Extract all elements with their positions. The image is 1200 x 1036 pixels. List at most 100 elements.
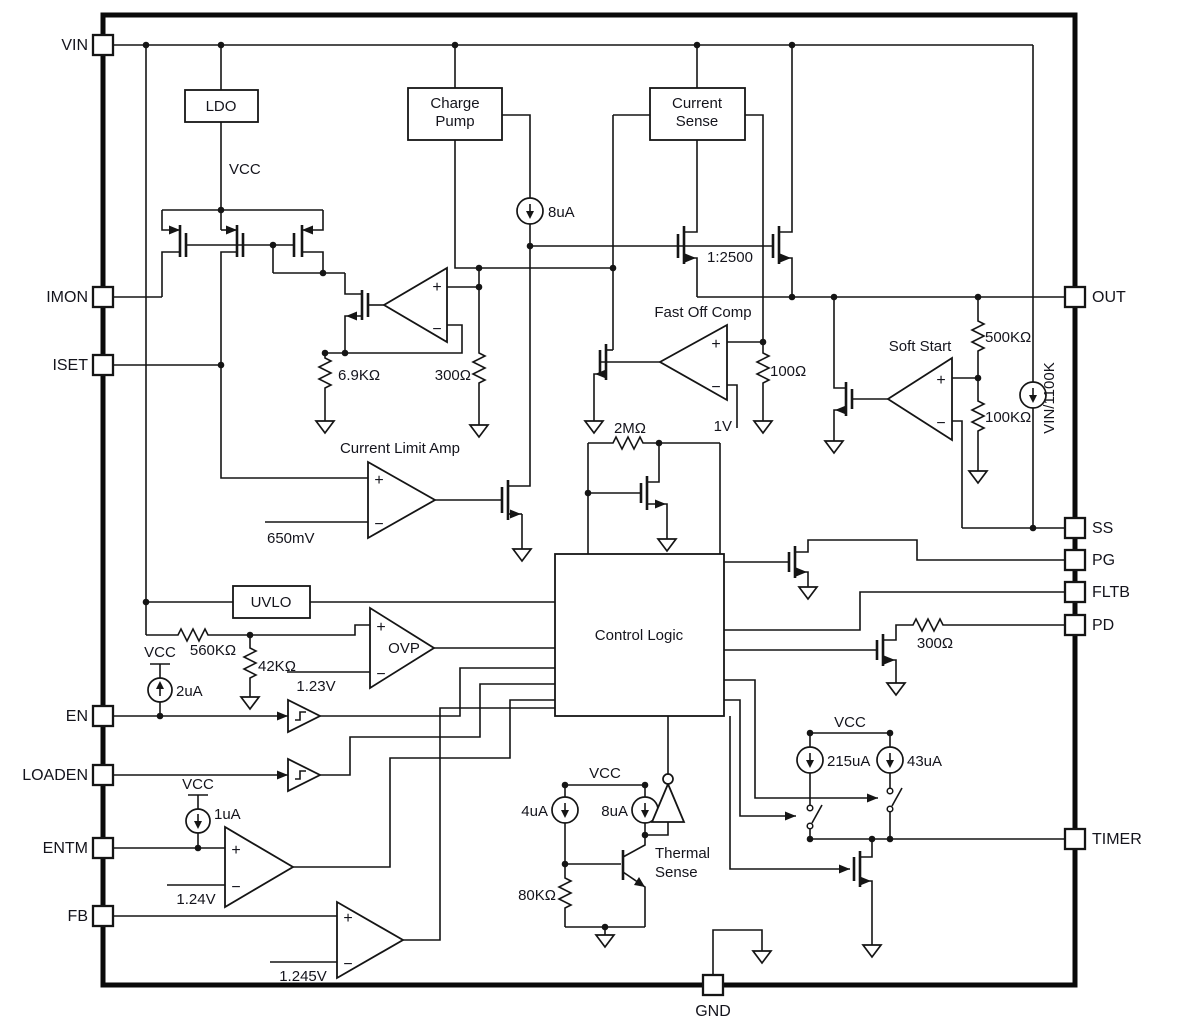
label-1ua: 1uA — [214, 806, 241, 823]
current-sense-box — [649, 87, 746, 141]
schmitt-glyph — [295, 770, 306, 780]
label-8ua-thermal: 8uA — [601, 803, 628, 820]
ovp-comp — [369, 606, 436, 690]
vcc-label-2ua: VCC — [144, 644, 176, 661]
fast-off-plus: + — [711, 336, 720, 353]
vcc-label-ldo: VCC — [229, 161, 261, 178]
pin-ss — [1063, 516, 1087, 540]
pin-pd — [1063, 613, 1087, 637]
pin-label-pd: PD — [1092, 617, 1114, 634]
schmitt-glyph — [295, 711, 306, 721]
pin-label-timer: TIMER — [1092, 831, 1142, 848]
label-ovp: OVP — [388, 640, 420, 657]
label-2mohm: 2MΩ — [614, 420, 646, 437]
fast-off-comp — [658, 323, 728, 402]
pin-timer — [1063, 827, 1087, 851]
fb-plus: + — [343, 910, 352, 927]
vcc-label-timer: VCC — [834, 714, 866, 731]
pin-gnd — [701, 973, 725, 997]
label-300ohm-top: 300Ω — [435, 367, 471, 384]
cl-amp-minus: − — [374, 516, 383, 533]
soft-start-minus: − — [936, 415, 945, 432]
charge-pump-label-1: Charge — [430, 95, 479, 112]
charge-pump-box — [407, 87, 503, 141]
wires — [113, 44, 1065, 976]
pin-out — [1063, 285, 1087, 309]
label-current-limit-amp: Current Limit Amp — [340, 440, 460, 457]
chip-outline — [100, 12, 1078, 988]
current-sense-label-2: Sense — [676, 113, 719, 130]
label-thermal-2: Sense — [655, 864, 698, 881]
label-thermal-1: Thermal — [655, 845, 710, 862]
label-8ua-top: 8uA — [548, 204, 575, 221]
pin-label-iset: ISET — [52, 357, 88, 374]
label-500kohm: 500KΩ — [985, 329, 1031, 346]
ground-symbols — [239, 420, 989, 965]
pin-label-vin: VIN — [61, 37, 88, 54]
pin-fb — [91, 904, 115, 928]
label-2ua: 2uA — [176, 683, 203, 700]
inverter-bubble — [662, 773, 674, 785]
label-100ohm: 100Ω — [770, 363, 806, 380]
label-650mv: 650mV — [267, 530, 315, 547]
pin-en — [91, 704, 115, 728]
pin-entm — [91, 836, 115, 860]
pin-loaden — [91, 763, 115, 787]
current-source-8ua-thermal — [631, 796, 659, 824]
labels: VIN IMON ISET EN LOADEN ENTM FB OUT SS P… — [22, 37, 1142, 1020]
pin-label-pg: PG — [1092, 552, 1115, 569]
cl-amp-plus: + — [374, 472, 383, 489]
label-6-9kohm: 6.9KΩ — [338, 367, 380, 384]
current-source-4ua — [551, 796, 579, 824]
entm-plus: + — [231, 842, 240, 859]
charge-pump-label-2: Pump — [435, 113, 474, 130]
pin-iset — [91, 353, 115, 377]
function-blocks — [184, 87, 746, 717]
fast-off-minus: − — [711, 379, 720, 396]
transistors — [178, 225, 885, 887]
pin-label-loaden: LOADEN — [22, 767, 88, 784]
imon-amp-plus: + — [432, 279, 441, 296]
pin-label-entm: ENTM — [43, 840, 88, 857]
uvlo-box — [232, 585, 311, 619]
control-logic-box — [554, 553, 725, 717]
fb-minus: − — [343, 956, 352, 973]
current-sources — [147, 197, 1047, 834]
label-80kohm: 80KΩ — [518, 887, 556, 904]
pin-label-ss: SS — [1092, 520, 1113, 537]
pin-label-gnd: GND — [695, 1003, 731, 1020]
current-source-2ua — [147, 677, 173, 703]
label-1-245v: 1.245V — [279, 968, 327, 985]
timer-switches — [806, 787, 903, 830]
pin-label-imon: IMON — [46, 289, 88, 306]
pin-imon — [91, 285, 115, 309]
label-300ohm-pd: 300Ω — [917, 635, 953, 652]
ldo-box — [184, 89, 259, 123]
amplifiers — [224, 266, 953, 980]
pin-fltb — [1063, 580, 1087, 604]
pin-pg — [1063, 548, 1087, 572]
package-pins — [91, 33, 1087, 997]
soft-start-plus: + — [936, 372, 945, 389]
vcc-label-1ua: VCC — [182, 776, 214, 793]
loaden-schmitt-buffer — [287, 757, 323, 793]
current-sense-label-1: Current — [672, 95, 723, 112]
pin-label-en: EN — [66, 708, 88, 725]
pin-vin — [91, 33, 115, 57]
label-1-24v: 1.24V — [176, 891, 215, 908]
label-42kohm: 42KΩ — [258, 658, 296, 675]
current-source-1ua — [185, 808, 211, 834]
label-ratio: 1:2500 — [707, 249, 753, 266]
pin-label-fb: FB — [68, 908, 88, 925]
pin-label-fltb: FLTB — [1092, 584, 1130, 601]
entm-comp — [224, 825, 295, 909]
control-logic-label: Control Logic — [595, 627, 684, 644]
label-vin-1100k: VIN/1100K — [1041, 362, 1058, 433]
fb-comp — [336, 900, 405, 980]
current-source-43ua — [876, 746, 904, 774]
current-limit-amp — [367, 460, 437, 540]
en-schmitt-buffer — [287, 698, 323, 734]
label-100kohm: 100KΩ — [985, 409, 1031, 426]
